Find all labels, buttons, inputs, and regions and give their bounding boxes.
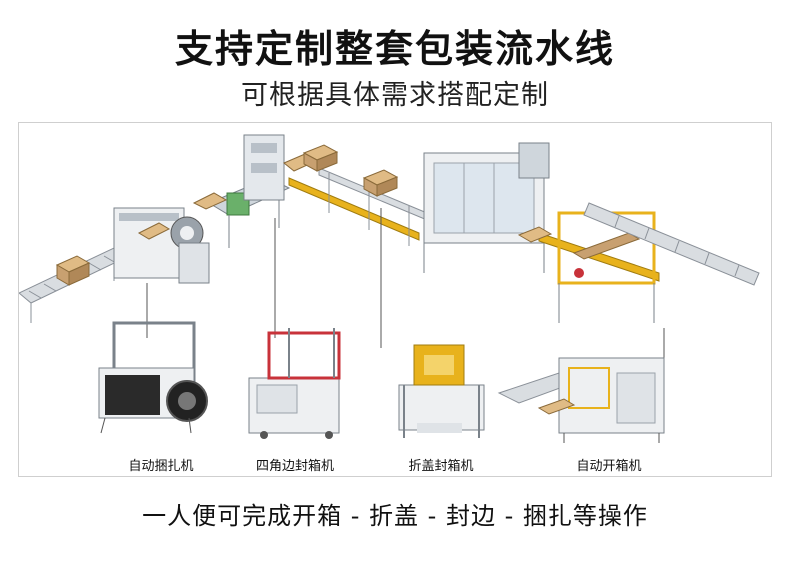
line-strapping-machine (113, 207, 210, 284)
caption-corner-sealer: 四角边封箱机 (255, 459, 334, 474)
caption-case-erector: 自动开箱机 (576, 459, 642, 474)
line-case-packer (423, 142, 550, 273)
caption-flap-sealer: 折盖封箱机 (408, 459, 474, 474)
page-title: 支持定制整套包装流水线 (174, 27, 615, 71)
packaging-line-drawing (19, 134, 760, 443)
flap-sealer-image (398, 344, 485, 438)
strapping-machine-image (98, 321, 208, 434)
production-line-illustration: 自动捆扎机 四角边封箱机 折盖封箱机 自动开箱机 (18, 122, 772, 477)
line-right-frame (517, 211, 660, 323)
carton-box-2 (302, 144, 339, 172)
corner-sealer-image (248, 328, 341, 439)
case-erector-image (497, 357, 665, 443)
page-subtitle: 可根据具体需求搭配定制 (241, 80, 549, 111)
carton-box-3 (362, 169, 399, 197)
caption-strapping-machine: 自动捆扎机 (128, 459, 194, 474)
roller-conveyor-right (583, 202, 760, 286)
carton-box-1 (55, 255, 91, 286)
footer-text: 一人便可完成开箱 - 折盖 - 封边 - 捆扎等操作 (142, 502, 648, 530)
